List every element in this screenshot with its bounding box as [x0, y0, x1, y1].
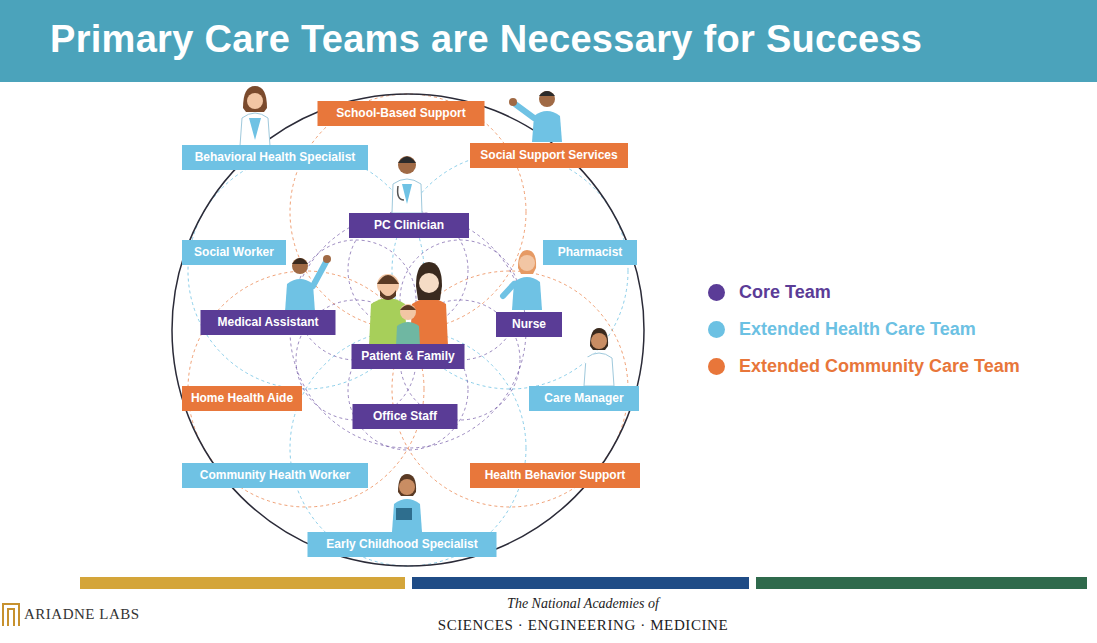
role-label: Home Health Aide [191, 391, 293, 405]
team-role-box: Care Manager [529, 386, 639, 411]
team-role-box: Home Health Aide [182, 386, 302, 411]
team-role-box: Patient & Family [352, 344, 465, 369]
team-role-box: Community Health Worker [182, 463, 368, 488]
legend-swatch [708, 284, 725, 301]
team-role-box: Social Worker [182, 240, 286, 265]
role-label: Office Staff [373, 409, 437, 423]
footer-text: The National Academies of [507, 596, 659, 612]
team-role-box: Medical Assistant [201, 310, 336, 335]
legend-swatch [708, 358, 725, 375]
legend-swatch [708, 321, 725, 338]
role-label: Nurse [512, 317, 546, 331]
role-label: Patient & Family [361, 349, 454, 363]
role-label: PC Clinician [374, 218, 444, 232]
role-label: Social Worker [194, 245, 274, 259]
legend-label: Core Team [739, 280, 831, 304]
role-label: Early Childhood Specialist [326, 537, 477, 551]
team-role-box: Social Support Services [470, 143, 628, 168]
role-label: Care Manager [544, 391, 623, 405]
footer-text: SCIENCES · ENGINEERING · MEDICINE [438, 617, 729, 634]
team-role-box: School-Based Support [318, 101, 485, 126]
logo-text: ARIADNE LABS [24, 606, 140, 623]
role-label: Behavioral Health Specialist [195, 150, 356, 164]
team-role-box: Health Behavior Support [470, 463, 640, 488]
role-label: Pharmacist [558, 245, 623, 259]
role-label: Health Behavior Support [485, 468, 626, 482]
team-role-box: Nurse [496, 312, 562, 337]
role-label: Social Support Services [480, 148, 617, 162]
role-label: School-Based Support [336, 106, 465, 120]
role-label: Medical Assistant [218, 315, 319, 329]
legend-label: Extended Health Care Team [739, 317, 976, 341]
team-role-box: Pharmacist [543, 240, 637, 265]
title-text: Primary Care Teams are Necessary for Suc… [50, 14, 922, 64]
team-role-box: PC Clinician [349, 213, 469, 238]
role-label: Community Health Worker [200, 468, 350, 482]
legend-label: Extended Community Care Team [739, 354, 1020, 378]
team-role-box: Behavioral Health Specialist [182, 145, 368, 170]
team-role-box: Early Childhood Specialist [308, 532, 497, 557]
team-role-box: Office Staff [353, 404, 458, 429]
